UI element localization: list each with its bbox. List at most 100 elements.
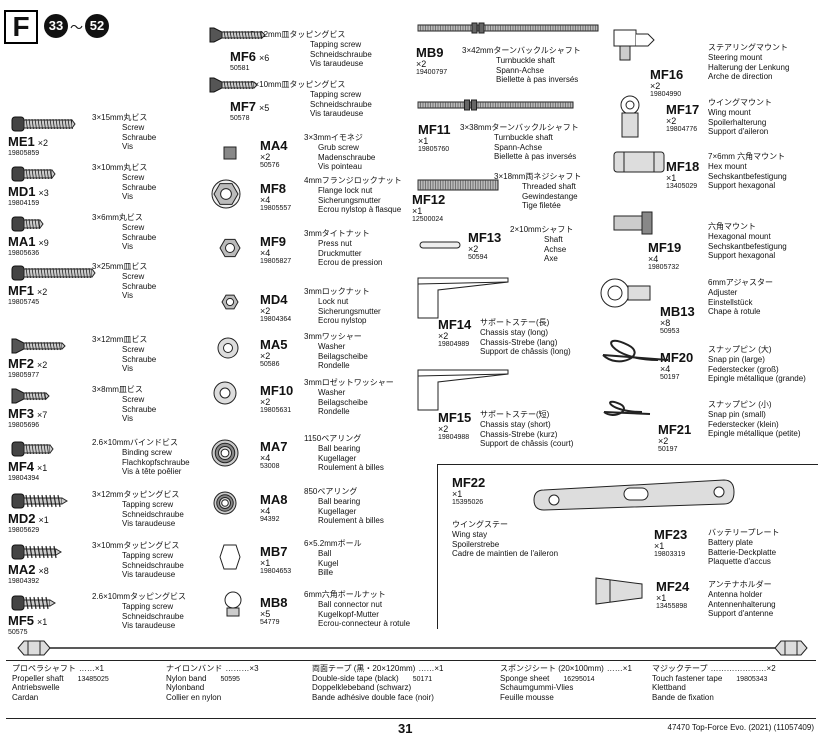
part-number: 19805557 [260,205,292,212]
part-quantity: ×2 [37,138,48,148]
translation-line: Chape à rotule [708,307,761,316]
footer-qty: ………×3 [225,664,259,673]
translation-line: Vis [122,364,133,373]
part-code-text: MF18 [666,159,700,174]
translation-line: Epingle métallique (petite) [708,429,801,438]
part-number: 50197 [658,446,678,453]
translation-line: Ecrou nylstop [318,316,367,325]
translation-line: Kugellager [318,506,357,516]
translation-line: Tapping screw [122,602,174,611]
part-name-jp: 3mmタイトナット [304,229,370,238]
part-drawing [221,294,239,310]
translation-line: Screw [122,345,145,354]
translation-line: Steering mount [708,53,763,62]
part-code: MA1×9 [8,235,49,250]
part-drawing [219,544,241,570]
translation-line: Flange lock nut [318,186,373,195]
translation-line: Sechskantbefestigung [708,171,787,181]
part-code: MF7×5 [230,100,269,115]
section-badge: F [4,10,38,44]
part-quantity: ×4 [260,248,271,258]
part-quantity: ×4 [260,195,271,205]
part-code-text: MF14 [438,317,472,332]
part-code-text: MF6 [230,49,256,64]
translation-line: Screw [122,223,145,232]
translation-line: Gewindestange [522,191,578,201]
part-code-text: MA4 [260,138,288,153]
part-quantity: ×2 [438,424,449,434]
translation-line: Support hexagonal [708,181,776,190]
screw-drawing [11,265,96,281]
part-number: 12500024 [412,216,444,223]
bottom-rule [6,718,816,720]
translation-line: Chassis stay (short) [480,420,551,429]
part-code: MD2×1 [8,512,49,527]
part-code: MA2×8 [8,563,49,578]
part-quantity: ×2 [260,306,271,316]
part-name-jp: 3×15mm丸ビス [92,113,148,122]
part-code: MF19×4 [648,241,681,264]
part-number: 50586 [260,361,280,368]
translation-line: Kugel [318,558,339,568]
footer-qty: …………………×2 [710,664,776,673]
translation-line: Turnbuckle shaft [494,133,553,142]
part-code: MB7×1 [260,545,287,568]
part-quantity: ×2 [416,59,427,69]
translation-line: Flachkopfschraube [122,457,190,467]
translation-line: Federstecker (klein) [708,419,779,429]
part-name-jp: 4mmフランジロックナット [304,176,402,185]
part-drawing [211,439,239,467]
shaft-or-stay-drawing [417,369,509,411]
part-number: 19805859 [8,150,40,157]
part-code: MF6×6 [230,50,269,65]
part-name-jp: ウイングステー [452,520,508,529]
translation-line: Ball [318,549,332,558]
part-code: MF9×4 [260,235,286,258]
screw-drawing [11,493,68,509]
translation-line: Vis taraudeuse [122,621,176,630]
part-number: 19804989 [438,341,470,348]
mount-or-pin-drawing [613,211,653,235]
part-number: 19804776 [666,126,698,133]
part-quantity: ×1 [260,558,271,568]
part-code: MF13×2 [468,231,501,254]
part-code: MA7×4 [260,440,287,463]
footer-translation: Bande de fixation [652,692,714,702]
translation-line: Kugellager [318,453,357,463]
part-quantity: ×8 [38,566,49,576]
part-quantity: ×1 [666,173,677,183]
translation-line: Ecrou de pression [318,258,383,267]
part-code: MF8×4 [260,182,286,205]
part-quantity: ×1 [37,617,48,627]
part-name-jp: 3mmワッシャー [304,332,362,341]
translation-line: Ecrou nylstop à flasque [318,205,402,214]
part-number: 19805977 [8,372,40,379]
part-number: 13405029 [666,183,698,190]
section-letter: F [12,11,30,42]
part-code: MB9×2 [416,46,443,69]
translation-line: Ecrou-connecteur à rotule [318,619,411,628]
footer-translation: Bande adhésive double face (noir) [312,692,434,702]
box-part-drawing [595,577,643,605]
translation-line: Vis [122,414,133,423]
part-name-jp: 2.6×10mmタッピングビス [92,592,187,601]
part-code-text: MD1 [8,184,36,199]
part-code: MF10×2 [260,384,293,407]
translation-line: Tapping screw [310,90,362,99]
part-name-jp: 3×25mm皿ビス [92,262,148,271]
part-name-jp: 6mm六角ボールナット [304,590,386,599]
screw-drawing [11,166,56,182]
translation-line: Support d'antenne [708,609,774,618]
part-code: MF22×1 [452,476,485,499]
part-code: MB13×8 [660,305,695,328]
translation-line: Ball bearing [318,444,361,453]
translation-line: Adjuster [708,288,738,297]
